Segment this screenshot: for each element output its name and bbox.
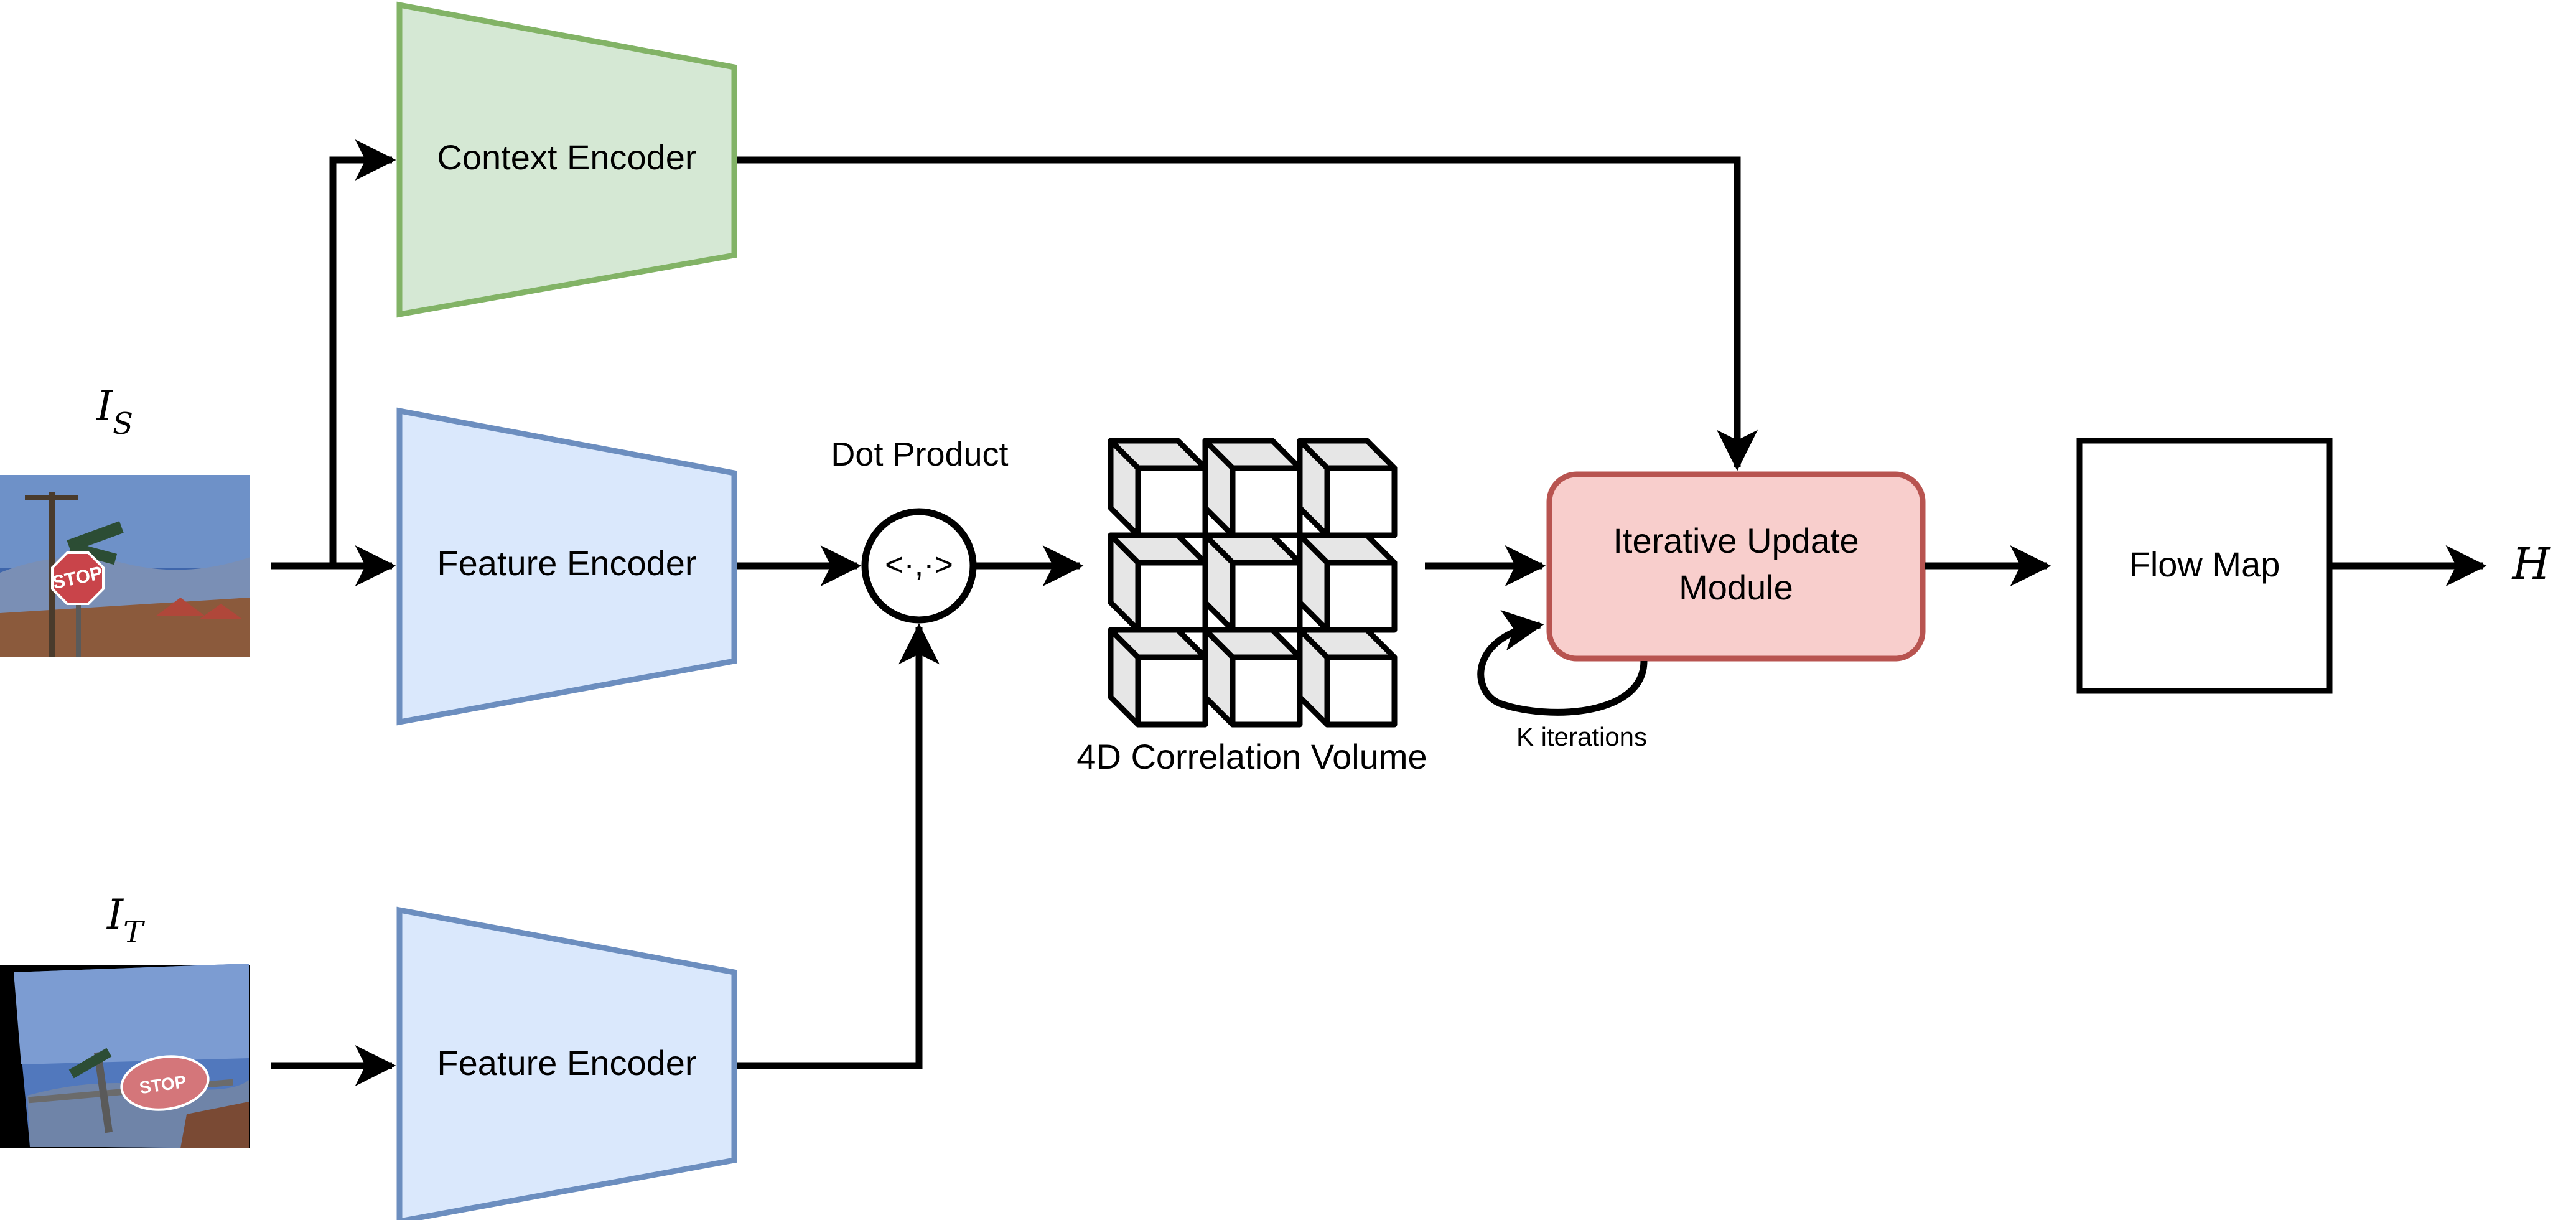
correlation-cube <box>1297 532 1398 633</box>
context-encoder: Context Encoder <box>396 1 737 318</box>
cube-front-face <box>1324 465 1398 538</box>
cube-front-face <box>1135 560 1208 633</box>
feature-encoder-target-label: Feature Encoder <box>437 1043 696 1082</box>
cube-front-face <box>1230 465 1303 538</box>
context-encoder-label: Context Encoder <box>437 138 696 177</box>
feature-encoder-source: Feature Encoder <box>396 407 737 726</box>
dot-product-symbol: <·,·> <box>885 547 953 583</box>
target-image: STOP <box>0 964 250 1148</box>
flow-map-box <box>2076 438 2333 694</box>
source-image: STOP <box>0 475 250 657</box>
iteration-loop-arrow <box>1477 610 1648 716</box>
correlation-volume-cubes <box>1108 438 1398 728</box>
correlation-cube <box>1297 438 1398 538</box>
cube-front-face <box>1135 465 1208 538</box>
correlation-cube <box>1108 627 1208 728</box>
correlation-cube <box>1108 438 1208 538</box>
correlation-cube <box>1202 627 1303 728</box>
feature-encoder-target: Feature Encoder <box>396 906 737 1220</box>
iterative-update-module: Iterative Update Module <box>1546 471 1926 662</box>
edge-context-to-update-module <box>737 156 1758 471</box>
source-image-label: IS <box>96 382 133 441</box>
cube-front-face <box>1324 560 1398 633</box>
iteration-loop-label: K iterations <box>1516 722 1647 751</box>
cube-front-face <box>1230 654 1303 728</box>
dot-product-node <box>861 508 977 624</box>
cube-front-face <box>1135 654 1208 728</box>
correlation-cube <box>1202 532 1303 633</box>
dot-product-title: Dot Product <box>831 436 1008 473</box>
correlation-cube <box>1297 627 1398 728</box>
feature-encoder-source-label: Feature Encoder <box>437 543 696 583</box>
feature-encoder-source-shape <box>396 407 737 726</box>
iterative-update-module-box <box>1546 471 1926 662</box>
flow-map-label: Flow Map <box>2129 545 2280 584</box>
context-encoder-shape <box>396 1 737 318</box>
flow-map: Flow Map <box>2076 438 2333 694</box>
iterative-update-module-label-line2: Module <box>1679 568 1793 607</box>
iterative-update-module-label: Iterative Update <box>1613 521 1859 560</box>
cube-front-face <box>1230 560 1303 633</box>
output-label: H <box>2511 538 2551 589</box>
cube-front-face <box>1324 654 1398 728</box>
feature-encoder-target-shape <box>396 906 737 1220</box>
correlation-cube <box>1108 532 1208 633</box>
correlation-cube <box>1202 438 1303 538</box>
edge-target-encoder-to-dot-product <box>737 623 940 1069</box>
edge-source-to-context-encoder <box>329 139 396 566</box>
target-image-label: IT <box>106 891 145 950</box>
correlation-volume-label: 4D Correlation Volume <box>1076 737 1427 776</box>
